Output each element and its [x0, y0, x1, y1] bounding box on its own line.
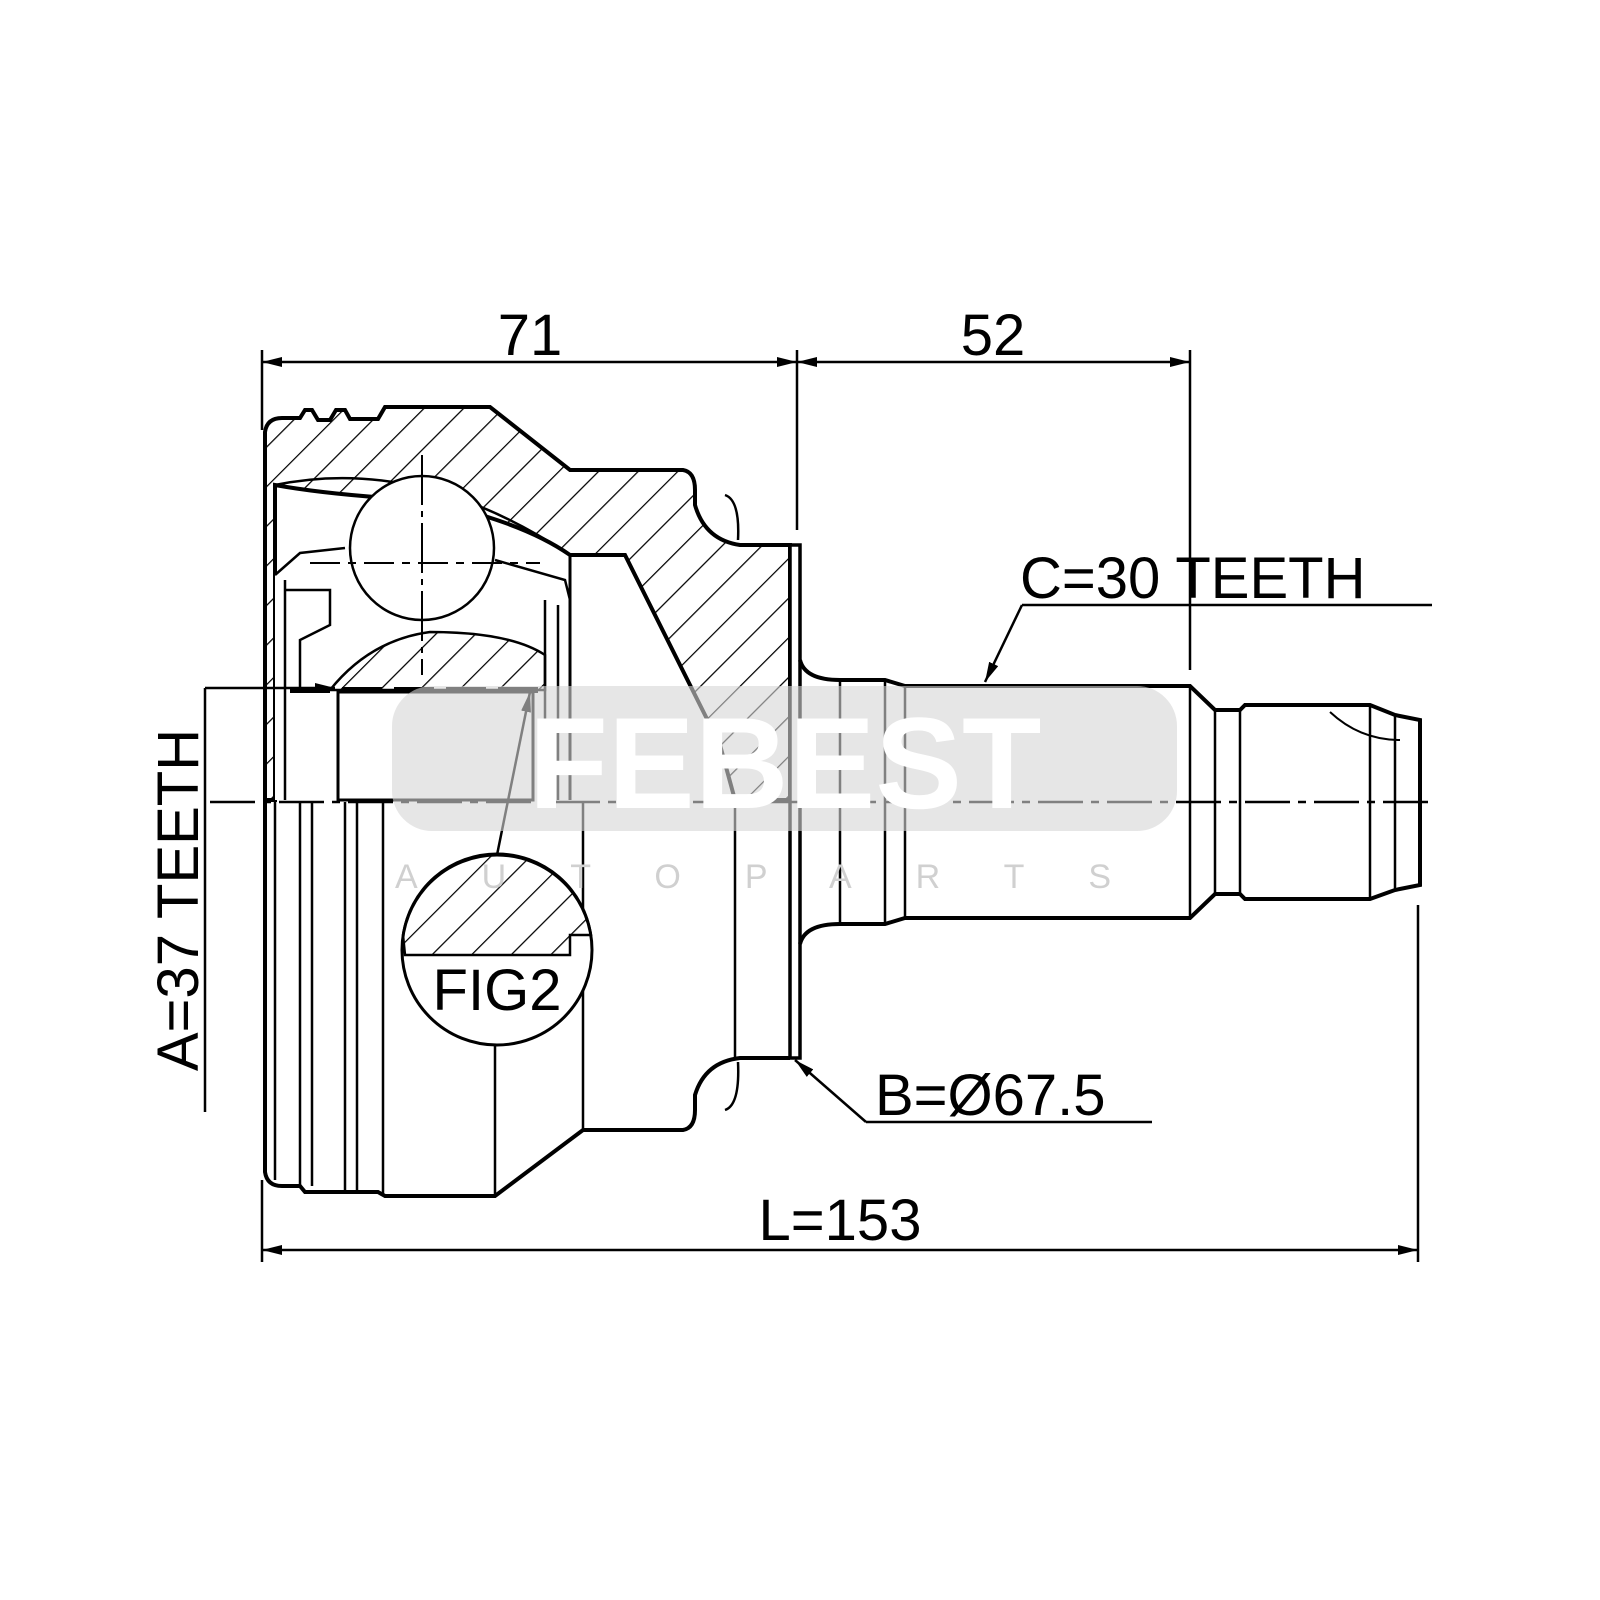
dimension-length: [260, 905, 1420, 1262]
dim-52-label: 52: [961, 303, 1026, 368]
a-leader: [203, 683, 335, 1112]
length-label: L=153: [759, 1188, 922, 1253]
svg-text:FIG2: FIG2: [433, 958, 562, 1023]
a-teeth-label: A=37 TEETH: [146, 729, 211, 1071]
housing-lower-lines: [273, 802, 737, 1196]
dim-71-label: 71: [498, 303, 563, 368]
c-leader: [983, 603, 1432, 683]
housing-lower-outline: [263, 802, 790, 1198]
c-teeth-label: C=30 TEETH: [1020, 546, 1365, 611]
dimension-widths: [260, 350, 1192, 670]
fig2-detail: FIG2: [400, 691, 594, 1047]
inner-race-section: [327, 630, 547, 692]
b-diameter-label: B=Ø67.5: [875, 1063, 1106, 1128]
b-leader: [794, 1059, 1152, 1124]
